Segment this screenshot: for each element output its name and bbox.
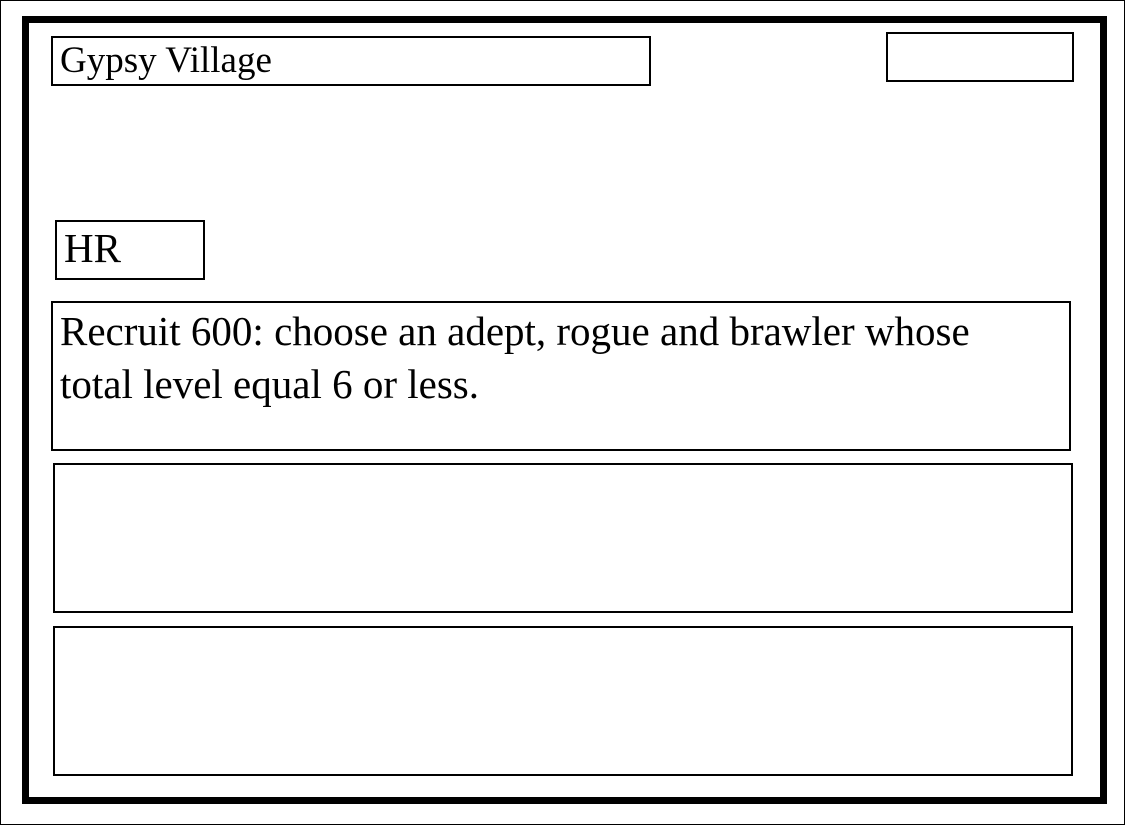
card-type: HR (64, 225, 121, 271)
type-box: HR (55, 220, 205, 280)
card-title: Gypsy Village (60, 40, 272, 81)
ability-text-box: Recruit 600: choose an adept, rogue and … (51, 301, 1071, 451)
cost-box (886, 32, 1074, 82)
text-box-3 (53, 626, 1073, 776)
title-box: Gypsy Village (51, 36, 651, 86)
text-box-2 (53, 463, 1073, 613)
ability-text: Recruit 600: choose an adept, rogue and … (60, 308, 970, 407)
card-frame (22, 16, 1107, 804)
